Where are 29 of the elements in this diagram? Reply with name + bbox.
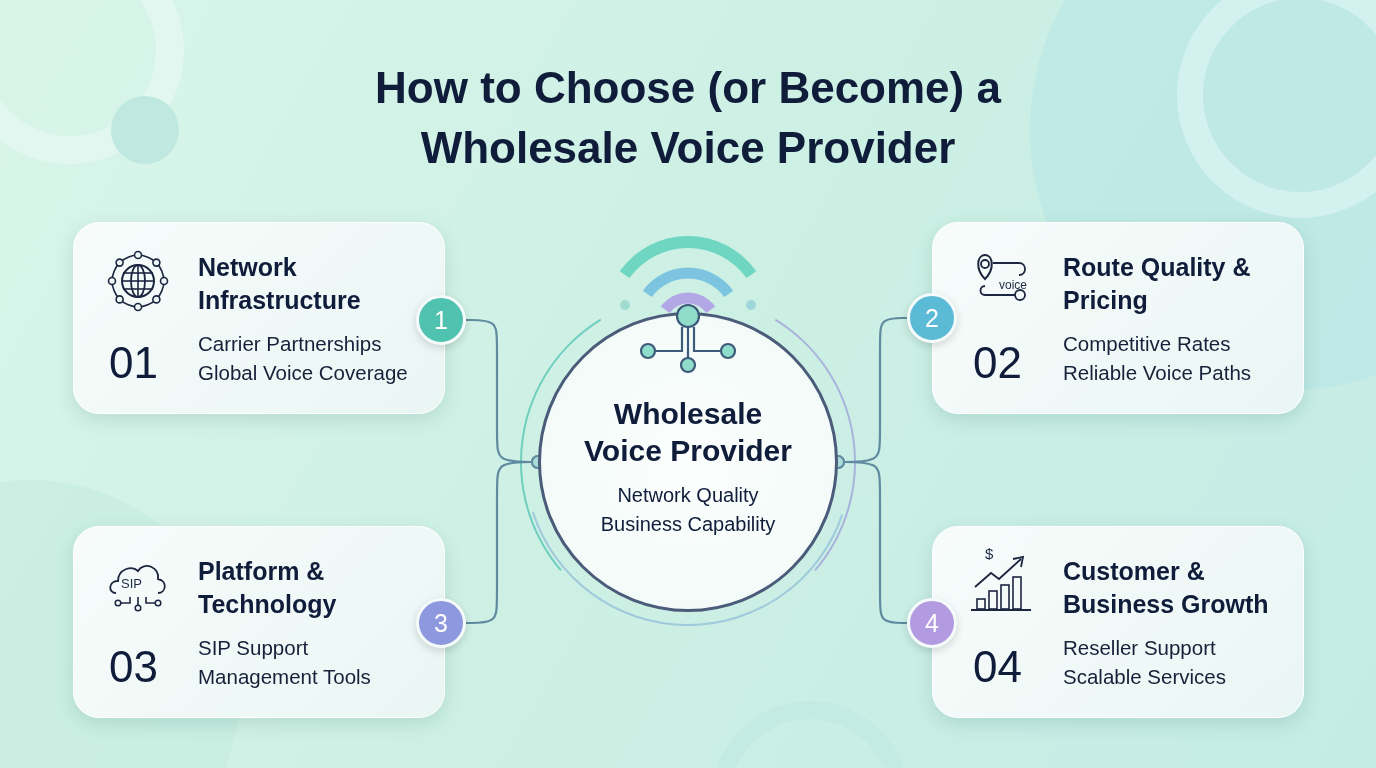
title: How to Choose (or Become) a Wholesale Voice Provider [374,62,1003,174]
card-text: Carrier Partnerships [198,331,382,357]
step-number: 02 [973,337,1022,389]
card-text: Management Tools [198,664,371,690]
card-text: SIP Support [198,635,309,661]
number-badge: 2 [907,293,957,343]
number-badge: 4 [907,598,957,648]
card-heading: Route Quality & Pricing [1063,252,1252,316]
icon-label: SIP [121,577,142,591]
hub-subtitle: Network Quality [616,483,760,508]
card-text: Global Voice Coverage [198,360,408,386]
card-text: Reliable Voice Paths [1063,360,1252,386]
icon-label: $ [985,547,994,561]
number-badge: 3 [416,598,466,648]
card-heading: Platform & Technology [198,556,338,620]
card-heading: Network Infrastructure [198,252,362,316]
info-card [73,222,445,414]
number-badge: 1 [416,295,466,345]
icon-label: voice [999,278,1027,292]
hub-title: Wholesale Voice Provider [583,396,793,469]
hub-subtitle: Business Capability [599,512,777,537]
info-card [73,526,445,718]
card-text: Reseller Support [1063,635,1216,661]
card-text: Competitive Rates [1063,331,1231,357]
card-heading: Customer & Business Growth [1063,556,1270,620]
step-number: 01 [109,337,158,389]
card-text: Scalable Services [1063,664,1226,690]
step-number: 03 [109,641,158,693]
step-number: 04 [973,641,1022,693]
